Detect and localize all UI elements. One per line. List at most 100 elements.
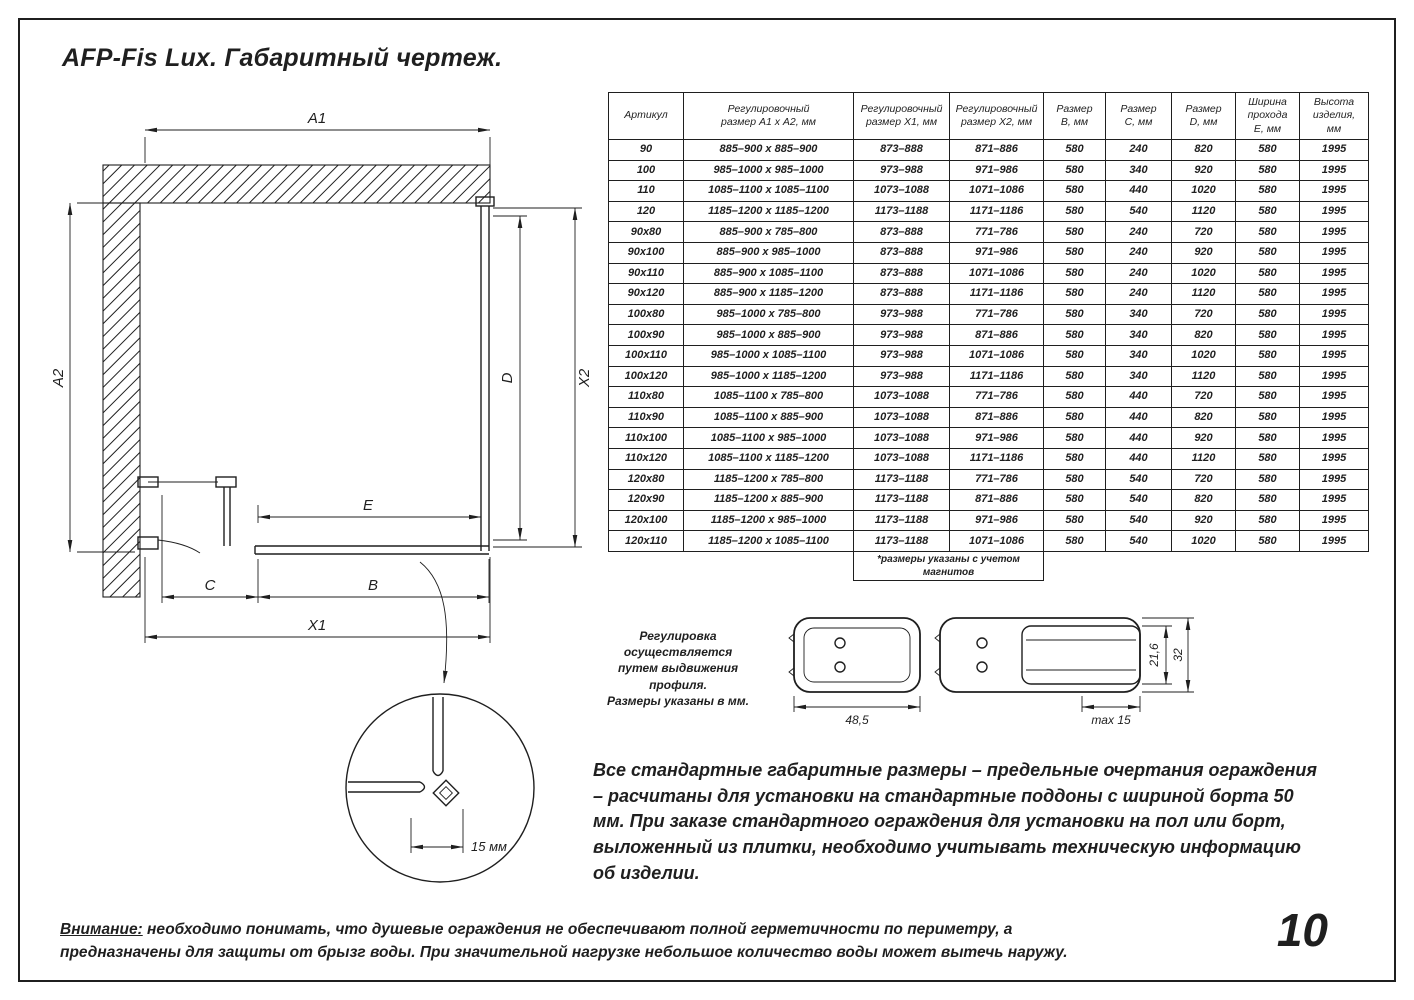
table-cell: 1995 <box>1299 386 1369 408</box>
table-cell: 1085–1100 x 885–900 <box>683 406 854 429</box>
table-cell: 771–786 <box>949 386 1044 408</box>
adjustment-note-line3: Размеры указаны в мм. <box>607 693 749 708</box>
table-cell: 580 <box>1043 283 1106 305</box>
table-cell: 1173–1188 <box>853 200 950 223</box>
table-cell: 871–886 <box>949 139 1044 161</box>
column-header: Размер С, мм <box>1105 92 1172 140</box>
table-cell: 580 <box>1235 241 1300 264</box>
table-cell: 720 <box>1171 386 1236 408</box>
page-number: 10 <box>1276 904 1328 956</box>
table-cell: 440 <box>1105 427 1172 449</box>
dim-label-a1: A1 <box>307 110 326 127</box>
table-cell: 973–988 <box>853 303 950 326</box>
table-cell: 1071–1086 <box>949 262 1044 285</box>
table-cell: 90x80 <box>608 221 684 243</box>
table-cell: 1995 <box>1299 283 1369 305</box>
table-cell: 1995 <box>1299 406 1369 429</box>
table-cell: 1995 <box>1299 324 1369 346</box>
table-cell: 120x100 <box>608 509 684 532</box>
detail-circle: 15 мм <box>345 693 535 883</box>
profile-height-dim: 32 <box>1171 648 1185 662</box>
table-cell: 580 <box>1235 489 1300 511</box>
page-border-frame <box>18 18 1396 982</box>
table-cell: 1995 <box>1299 365 1369 388</box>
table-cell: 340 <box>1105 303 1172 326</box>
table-cell: 340 <box>1105 344 1172 367</box>
table-cell: 580 <box>1043 468 1106 491</box>
table-cell: 110 <box>608 180 684 202</box>
warning-text: необходимо понимать, что душевые огражде… <box>60 921 1068 962</box>
table-cell: 90x100 <box>608 241 684 264</box>
column-header: Регулировочный размер А1 х А2, мм <box>683 92 854 140</box>
table-cell: 985–1000 x 785–800 <box>683 303 854 326</box>
table-cell: 985–1000 x 885–900 <box>683 324 854 346</box>
detail-leader-arrow <box>419 561 448 684</box>
table-cell: 120x80 <box>608 468 684 491</box>
table-cell: 1120 <box>1171 283 1236 305</box>
table-cell: 1171–1186 <box>949 365 1044 388</box>
table-cell: 240 <box>1105 139 1172 161</box>
table-cell: 871–886 <box>949 324 1044 346</box>
table-cell: 580 <box>1043 406 1106 429</box>
table-cell: 1020 <box>1171 530 1236 552</box>
table-cell: 720 <box>1171 221 1236 243</box>
column-header: Регулировочный размер Х2, мм <box>949 92 1044 140</box>
table-cell: 971–986 <box>949 509 1044 532</box>
table-cell: 580 <box>1043 489 1106 511</box>
table-cell: 971–986 <box>949 159 1044 182</box>
table-cell: 1073–1088 <box>853 180 950 202</box>
table-cell: 820 <box>1171 139 1236 161</box>
table-cell: 885–900 x 1085–1100 <box>683 262 854 285</box>
table-cell: 1071–1086 <box>949 530 1044 552</box>
table-cell: 580 <box>1043 324 1106 346</box>
table-cell: 771–786 <box>949 468 1044 491</box>
magnet-profile <box>432 779 460 807</box>
table-cell: 1173–1188 <box>853 468 950 491</box>
table-cell: 1085–1100 x 1085–1100 <box>683 180 854 202</box>
table-cell: 580 <box>1235 139 1300 161</box>
adjustable-profile-section <box>934 617 1141 693</box>
table-cell: 1071–1086 <box>949 344 1044 367</box>
table-cell: 340 <box>1105 365 1172 388</box>
table-cell: 580 <box>1235 406 1300 429</box>
table-cell: 440 <box>1105 447 1172 470</box>
table-cell: 920 <box>1171 509 1236 532</box>
table-cell: 871–886 <box>949 489 1044 511</box>
table-cell: 120 <box>608 200 684 223</box>
table-cell: 100x80 <box>608 303 684 326</box>
table-cell: 580 <box>1235 180 1300 202</box>
table-cell: 873–888 <box>853 221 950 243</box>
dim-label-x1: X1 <box>307 617 326 634</box>
table-cell: 580 <box>1235 344 1300 367</box>
adjustment-note: Регулировка осуществляется путем выдвиже… <box>592 628 764 709</box>
table-cell: 885–900 x 985–1000 <box>683 241 854 264</box>
table-cell: 110x80 <box>608 386 684 408</box>
table-cell: 820 <box>1171 406 1236 429</box>
description-paragraph: Все стандартные габаритные размеры – пре… <box>593 760 1318 883</box>
table-cell: 820 <box>1171 324 1236 346</box>
plan-drawing: A1 A2 X2 D E B C X1 <box>50 110 593 883</box>
dim-label-a2: A2 <box>50 368 67 388</box>
table-cell: 720 <box>1171 468 1236 491</box>
table-cell: 580 <box>1235 159 1300 182</box>
table-cell: 885–900 x 885–900 <box>683 139 854 161</box>
table-cell: 1120 <box>1171 365 1236 388</box>
table-cell: 100x90 <box>608 324 684 346</box>
table-cell: 580 <box>1043 159 1106 182</box>
table-cell: 873–888 <box>853 262 950 285</box>
table-cell: 580 <box>1043 139 1106 161</box>
table-cell: 771–786 <box>949 303 1044 326</box>
table-cell: 1995 <box>1299 489 1369 511</box>
